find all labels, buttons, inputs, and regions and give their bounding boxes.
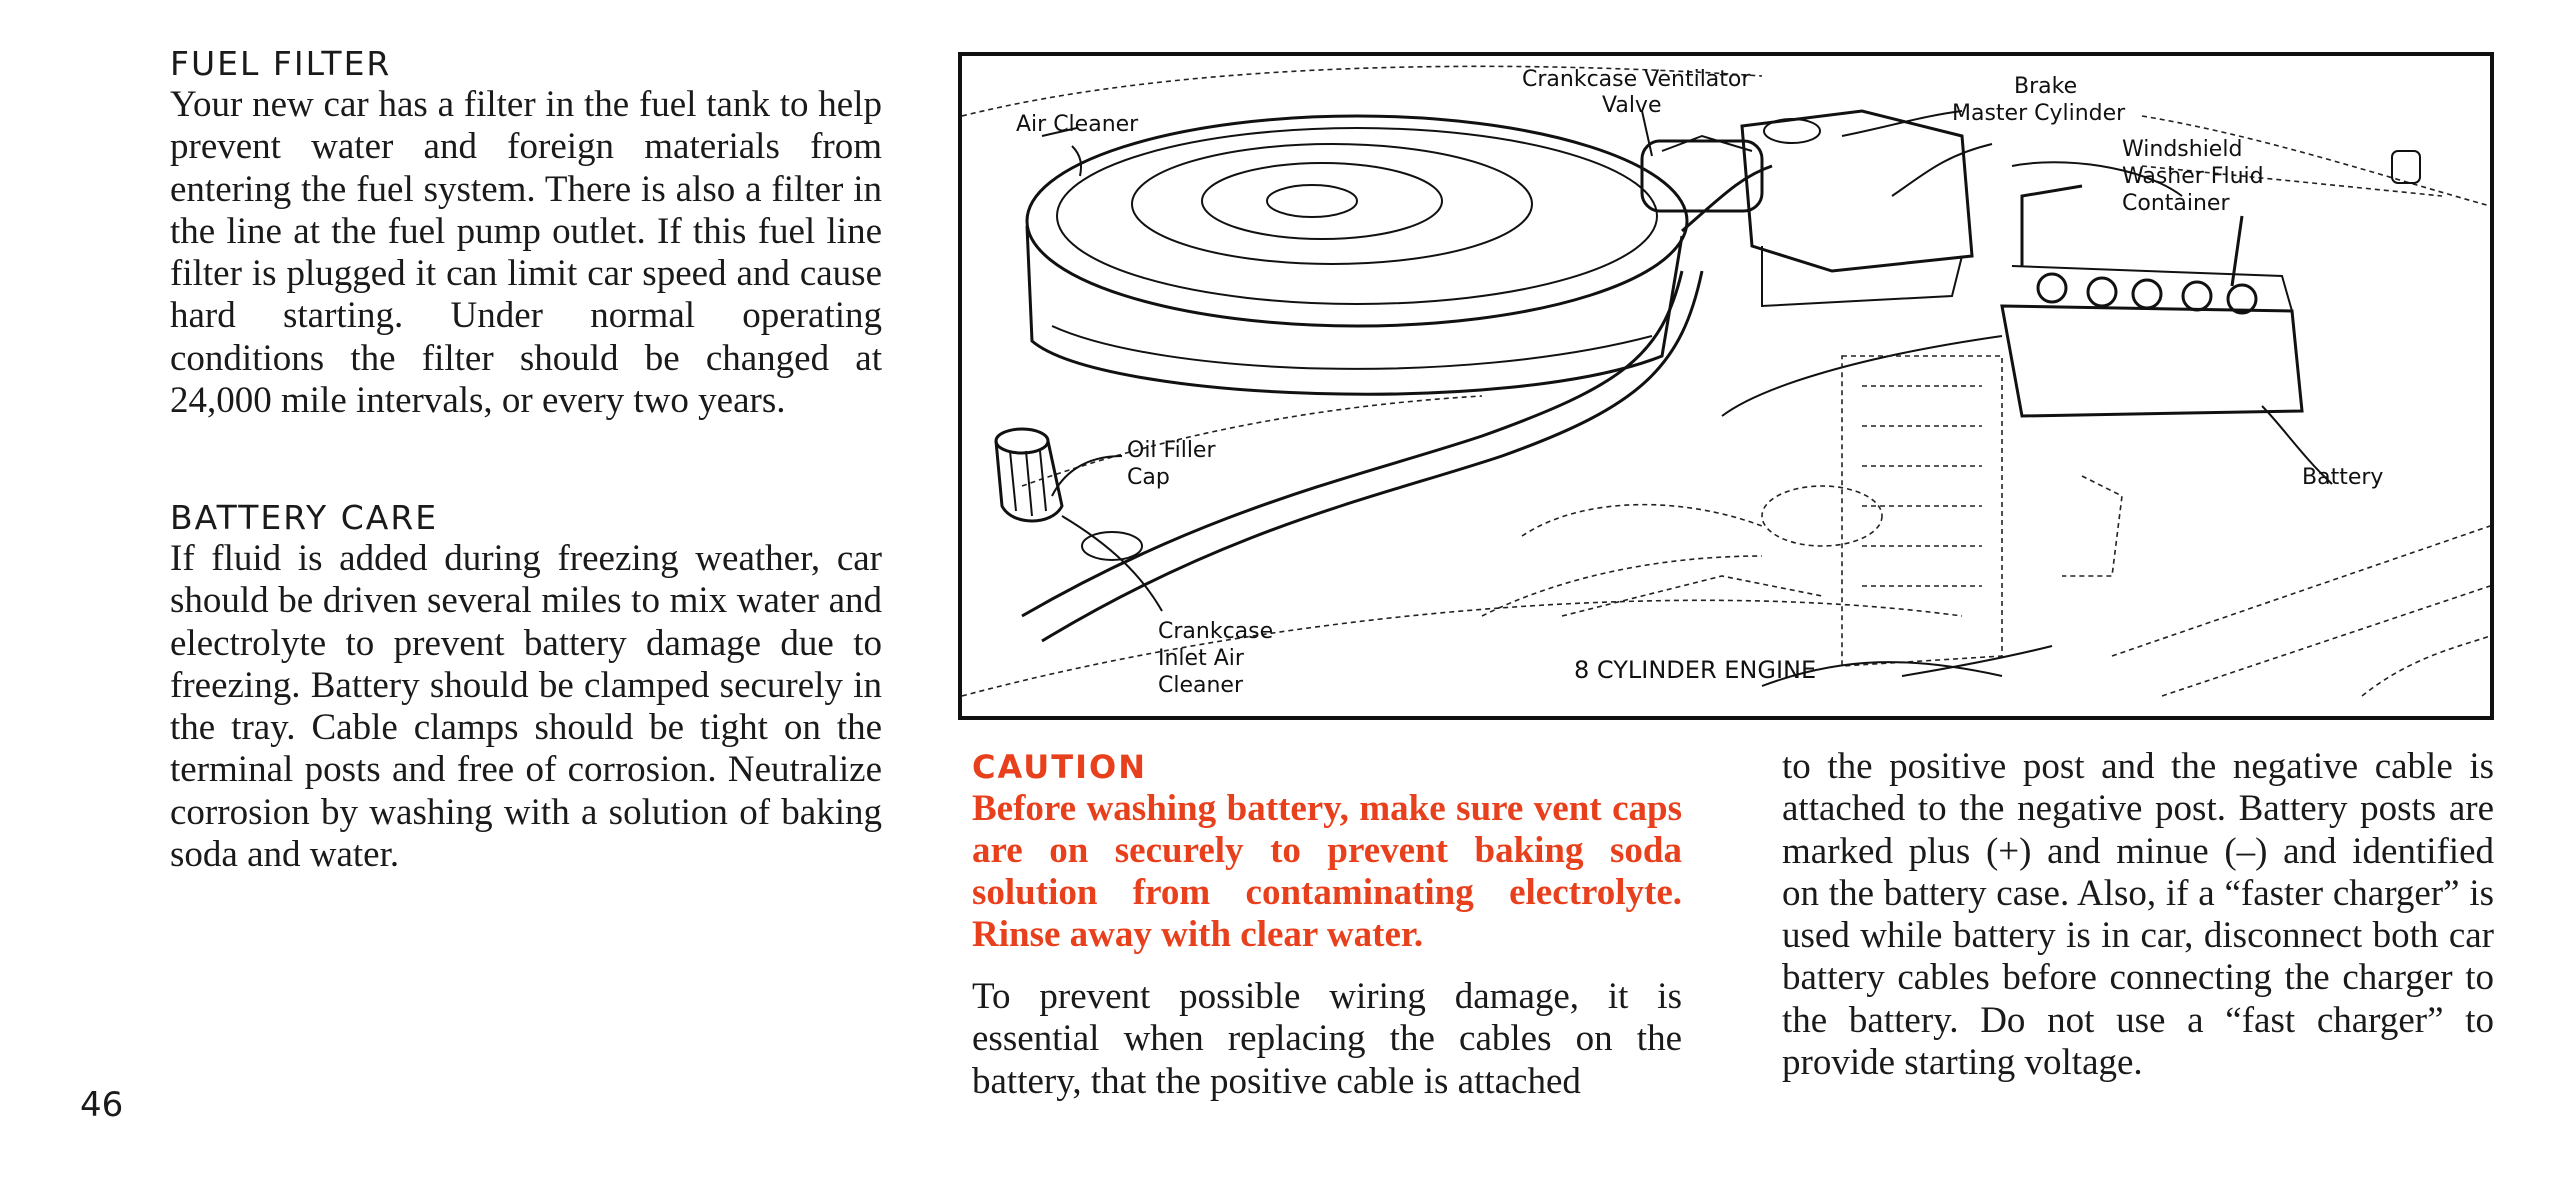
label-cleaner: Cleaner [1158,673,1244,698]
label-container: Container [2122,191,2230,216]
label-master-cylinder: Master Cylinder [1952,101,2126,126]
air-cleaner-drawing [1025,114,1689,396]
label-oil-filler-cap: Cap [1127,465,1170,490]
label-windshield: Windshield [2122,137,2242,162]
caution-heading: CAUTION [972,748,1147,786]
battery-drawing [1721,184,2304,418]
cables-body-start: To prevent possible wiring damage, it is… [972,976,1682,1102]
label-washer-fluid: Washer Fluid [2122,164,2264,189]
battery-care-body: If fluid is added during freezing weathe… [170,538,882,876]
engine-block-drawing [1521,355,2123,687]
label-crankcase-ventilator-valve: Valve [1602,93,1662,118]
label-oil-filler: Oil Filler [1127,438,1216,463]
label-crankcase: Crankcase [1158,619,1273,644]
label-crankcase-ventilator: Crankcase Ventilator [1522,67,1751,92]
label-engine: 8 CYLINDER ENGINE [1574,656,1816,684]
cables-body-end: to the positive post and the negative ca… [1782,746,2494,1084]
page-number: 46 [80,1085,124,1125]
battery-care-heading: BATTERY CARE [170,498,439,537]
engine-compartment-illustration: Air Cleaner Crankcase Ventilator Valve B… [958,52,2494,720]
label-air-cleaner: Air Cleaner [1016,112,1139,137]
brake-master-cylinder-drawing [1740,109,1974,308]
fuel-filter-heading: FUEL FILTER [170,44,392,83]
label-inlet-air: Inlet Air [1158,646,1245,671]
engine-diagram: Air Cleaner Crankcase Ventilator Valve B… [962,65,2490,698]
label-brake: Brake [2014,74,2077,99]
fuel-filter-body: Your new car has a filter in the fuel ta… [170,84,882,422]
oil-filler-cap-drawing [994,427,1143,561]
label-battery: Battery [2302,465,2383,490]
caution-body: Before washing battery, make sure vent c… [972,788,1682,955]
